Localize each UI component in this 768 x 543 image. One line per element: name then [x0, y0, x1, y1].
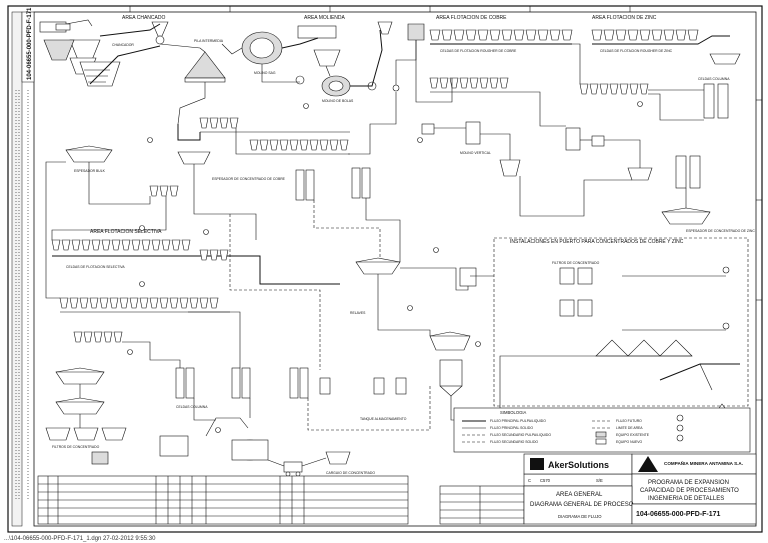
project-line-3: INGENIERIA DE DETALLES — [648, 496, 724, 502]
port-equipment: FILTROS DE CONCENTRADO — [552, 261, 740, 419]
legend-item-2: FLUJO SECUNDARIO PULPA/LIQUIDO — [490, 433, 551, 437]
area-label-flotacion-cobre: AREA FLOTACION DE COBRE — [436, 15, 507, 21]
chancado-equipment: CHANCADOR PILA INTERMEDIA — [39, 19, 226, 125]
chancador-label: CHANCADOR — [112, 43, 134, 47]
area-label-chancado: AREA CHANCADO — [122, 15, 165, 21]
espesador-bulk-label: ESPESADOR BULK — [74, 169, 106, 173]
title-block: C C570 S/E AkerSolutions COMPAÑIA MINERA… — [37, 453, 757, 525]
area-label-molienda: AREA MOLIENDA — [304, 15, 346, 21]
molino-bolas-label: MOLINO DE BOLAS — [322, 99, 354, 103]
copper-cleaner-cells: MOLINO VERTICAL — [421, 77, 521, 177]
title-area: AREA GENERAL — [556, 492, 603, 498]
tanque-label: TANQUE ALMACENAMIENTO — [360, 417, 407, 421]
aker-logo-mark — [530, 458, 544, 470]
legend-item-3: FLUJO SECUNDARIO SOLIDO — [490, 440, 538, 444]
side-strip-left — [11, 11, 23, 527]
title-diagram: DIAGRAMA GENERAL DE PROCESO — [530, 502, 634, 508]
zinc-thickener: ESPESADOR DE CONCENTRADO DE ZINC — [661, 207, 755, 233]
molino-vertical-cu-label: MOLINO VERTICAL — [460, 151, 491, 155]
copper-rougher-cells: CELDAS DE FLOTACION ROUGHER DE COBRE — [392, 23, 573, 92]
center-thickeners: TANQUE ALMACENAMIENTO RELAVES — [319, 257, 477, 421]
sheet-inner-border — [33, 11, 757, 527]
side-strip-drawing-number: 104-06655-000-PFD-F-171 — [27, 7, 33, 80]
molienda-equipment: MOLINO SAG MOLINO DE BOLAS — [221, 21, 393, 103]
legend-title: SIMBOLOGIA — [500, 410, 527, 415]
legend-item-right-3: EQUIPO NUEVO — [616, 440, 643, 444]
zinc-cleaner-cells: CELDAS COLUMNA — [565, 77, 730, 189]
drawing-number: 104-06655-000-PFD-F-171 — [636, 511, 721, 518]
project-line-1: PROGRAMA DE EXPANSION — [648, 480, 729, 486]
title-scale-value: S/E — [596, 478, 603, 483]
pila-label: PILA INTERMEDIA — [194, 39, 224, 43]
legend: SIMBOLOGIA FLUJO PRINCIPAL PULPA/LIQUIDO… — [453, 407, 751, 453]
filtros-puerto-label: FILTROS DE CONCENTRADO — [552, 261, 600, 265]
side-strip-drawing-box — [21, 11, 35, 83]
border-grid-ticks — [129, 6, 762, 401]
area-label-flotacion-selectiva: AREA FLOTACION SELECTIVA — [90, 229, 162, 235]
instrument-bubbles — [127, 101, 643, 433]
celdas-columna-zn-label: CELDAS COLUMNA — [698, 77, 730, 81]
legend-item-right-1: LIMITE DE AREA — [616, 426, 643, 430]
project-line-2: CAPACIDAD DE PROCESAMIENTO — [640, 488, 739, 494]
bottom-left-equipment: CARGUIO DE CONCENTRADO FILTROS DE CONCEN… — [45, 417, 375, 477]
selective-flotation-cells: CELDAS DE FLOTACION SELECTIVA CEL — [51, 239, 309, 415]
legend-item-1: FLUJO PRINCIPAL SOLIDO — [490, 426, 533, 430]
title-revision: C — [528, 478, 531, 483]
celdas-columna-sel-label: CELDAS COLUMNA — [176, 405, 208, 409]
legend-item-right-0: FLUJO FUTURO — [616, 419, 642, 423]
celdas-selectiva-label: CELDAS DE FLOTACION SELECTIVA — [66, 265, 125, 269]
molino-sag-label: MOLINO SAG — [254, 71, 276, 75]
espesador-zinc-label: ESPESADOR DE CONCENTRADO DE ZINC — [686, 229, 755, 233]
filtros-label: FILTROS DE CONCENTRADO — [52, 445, 100, 449]
espesador-cobre-label: ESPESADOR DE CONCENTRADO DE COBRE — [212, 177, 286, 181]
title-diagram-sub: DIAGRAMA DE FLUJO — [558, 514, 602, 519]
client-name: COMPAÑIA MINERA ANTAMINA S.A. — [664, 460, 743, 466]
footer-filename: ...\104-06655-000-PFD-F-171_1.dgn 27-02-… — [4, 536, 156, 542]
title-code: C570 — [540, 478, 551, 483]
zinc-rougher-cells: CELDAS DE FLOTACION ROUGHER DE ZINC — [591, 29, 741, 65]
legend-item-0: FLUJO PRINCIPAL PULPA/LIQUIDO — [490, 419, 546, 423]
area-label-instalaciones-puerto: INSTALACIONES EN PUERTO PARA CONCENTRADO… — [510, 239, 684, 245]
area-label-flotacion-zinc: AREA FLOTACION DE ZINC — [592, 15, 657, 21]
celdas-cobre-label: CELDAS DE FLOTACION ROUGHER DE COBRE — [440, 49, 517, 53]
sheet-outer-border — [7, 5, 763, 533]
legend-item-right-2: EQUIPO EXISTENTE — [616, 433, 650, 437]
relaves-label: RELAVES — [350, 311, 366, 315]
process-flow-lines — [45, 40, 704, 467]
middle-flotation-bank: ESPESADOR BULK ESPESADOR DE CONCENTRADO … — [65, 117, 371, 201]
carguio-label: CARGUIO DE CONCENTRADO — [326, 471, 375, 475]
company-name: AkerSolutions — [548, 460, 609, 470]
port-area-boundary — [493, 237, 749, 407]
client-logo-mark — [638, 456, 658, 472]
celdas-zinc-label: CELDAS DE FLOTACION ROUGHER DE ZINC — [600, 49, 673, 53]
side-strip-notes — [15, 90, 29, 500]
